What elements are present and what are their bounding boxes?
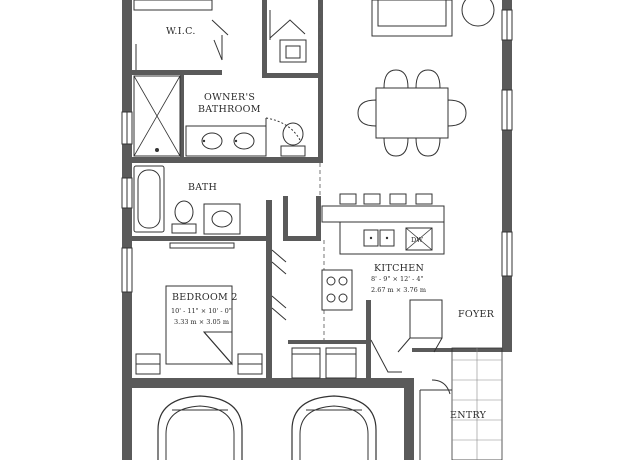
bedroom2-label: BEDROOM 2 <box>172 292 238 303</box>
kitchen-label: KITCHEN <box>374 263 424 274</box>
kitchen-dim-imperial: 8' - 9" × 12' - 4" <box>371 275 423 283</box>
bath-label: BATH <box>188 182 217 193</box>
interior-walls <box>132 0 371 382</box>
dw-label: DW <box>411 236 423 244</box>
owners-bath-label-1: OWNER'S <box>204 92 255 103</box>
wic-room: W.I.C. <box>133 0 229 70</box>
bedroom2-dim-metric: 3.33 m × 3.05 m <box>174 318 229 326</box>
bedroom2-dim-imperial: 10' - 11" × 10' - 0" <box>171 307 232 315</box>
wic-label: W.I.C. <box>166 26 196 37</box>
owners-bath-label-2: BATHROOM <box>198 104 261 115</box>
dining-chairs <box>357 69 467 157</box>
laundry <box>291 339 402 379</box>
entry-label: ENTRY <box>450 410 487 421</box>
bath-room: BATH <box>133 165 241 249</box>
left-windows <box>121 111 133 293</box>
exterior-walls <box>122 0 512 460</box>
living-dining <box>357 0 495 157</box>
right-windows <box>501 9 513 277</box>
foyer-entry: FOYER ENTRY <box>419 309 503 460</box>
kitchen-dim-metric: 2.67 m × 3.76 m <box>371 286 426 294</box>
toilet-closet <box>269 10 307 63</box>
kitchen: DW KITCHEN 8' - 9" × 12' - 4" 2.67 m × 3… <box>321 193 445 353</box>
garage-cars <box>157 395 377 460</box>
owners-bathroom: OWNER'S BATHROOM <box>133 75 306 157</box>
bedroom-2: BEDROOM 2 10' - 11" × 10' - 0" 3.33 m × … <box>135 249 287 375</box>
foyer-label: FOYER <box>458 309 495 320</box>
